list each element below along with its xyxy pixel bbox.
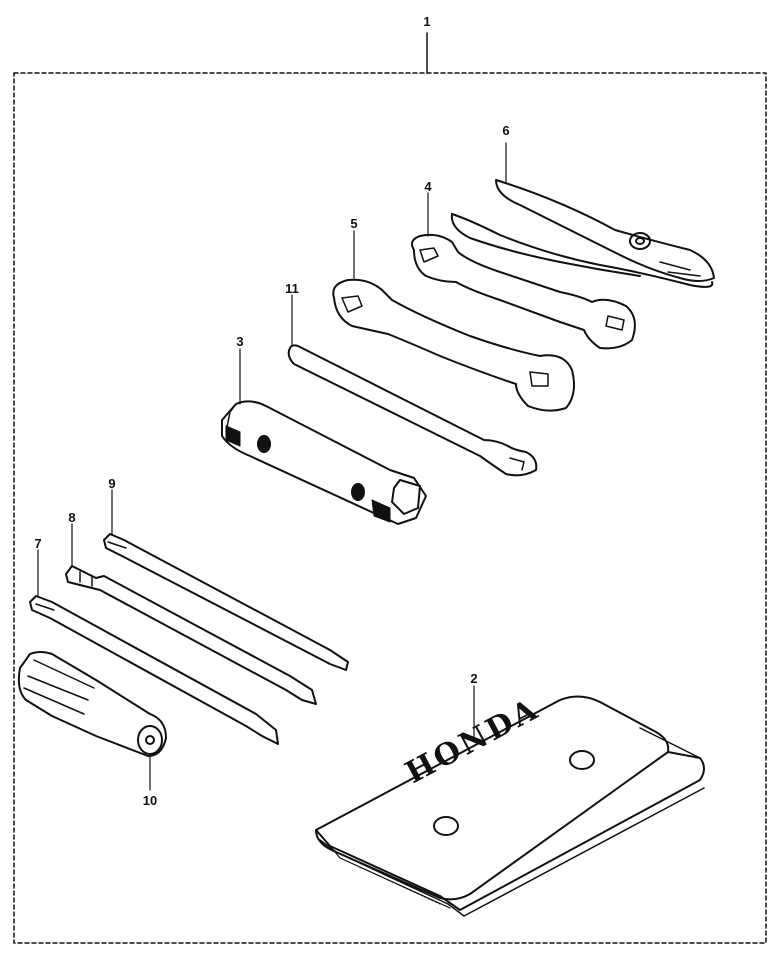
callout-10: 10 bbox=[142, 793, 158, 808]
callout-9: 9 bbox=[108, 476, 116, 491]
callout-1: 1 bbox=[423, 14, 431, 29]
tool-pouch bbox=[315, 685, 705, 917]
socket-wrench bbox=[221, 348, 427, 525]
wrench-small bbox=[411, 192, 636, 350]
wrench-medium bbox=[332, 230, 575, 412]
callout-5: 5 bbox=[350, 216, 358, 231]
callout-4: 4 bbox=[424, 179, 432, 194]
callout-2: 2 bbox=[470, 671, 478, 686]
screwdriver-flat bbox=[103, 489, 349, 671]
callout-7: 7 bbox=[34, 536, 42, 551]
callout-11: 11 bbox=[285, 281, 299, 296]
screwdriver-long bbox=[29, 549, 279, 745]
pliers bbox=[450, 142, 715, 288]
callout-6: 6 bbox=[502, 123, 510, 138]
screwdriver-phillips bbox=[65, 523, 317, 705]
screwdriver-handle bbox=[17, 651, 167, 791]
callout-3: 3 bbox=[236, 334, 244, 349]
rod-wrench bbox=[287, 294, 538, 477]
callout-8: 8 bbox=[68, 510, 76, 525]
assembly-frame bbox=[13, 72, 767, 944]
